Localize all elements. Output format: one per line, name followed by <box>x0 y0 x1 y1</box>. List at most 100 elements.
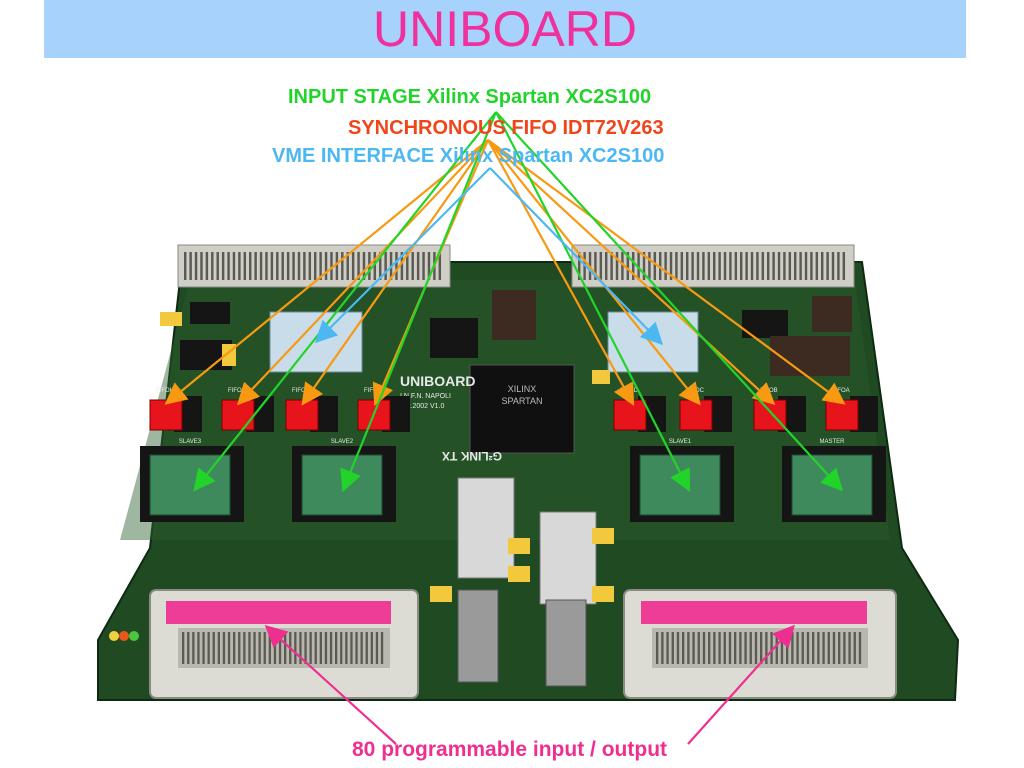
transceiver-right <box>539 511 597 605</box>
connector-pin <box>594 252 597 280</box>
fifo-arrow <box>487 139 846 405</box>
connector-pin <box>329 632 333 664</box>
transceiver-port-left <box>457 589 499 683</box>
title-bar: UNIBOARD <box>44 0 966 58</box>
connector-pin <box>207 632 210 664</box>
connector-pin <box>682 632 685 664</box>
connector-pin <box>708 632 711 664</box>
connector-pin <box>438 252 442 280</box>
connector-pin <box>314 252 317 280</box>
connector-pin <box>319 632 322 664</box>
connector-pin <box>632 252 635 280</box>
connector-pin <box>258 632 261 664</box>
fifo-chip-label: FIFOH <box>156 388 174 394</box>
connector-pin <box>355 632 358 664</box>
connector-pin <box>744 632 747 664</box>
fpga-chip-label: SLAVE2 <box>331 439 354 445</box>
io-arrow <box>687 624 795 745</box>
fifo-arrow <box>236 139 489 406</box>
board-marking-date: Set.2002 V1.0 <box>400 403 444 410</box>
connector-pin <box>384 252 387 280</box>
connector-pin <box>838 632 841 664</box>
fifo-marker <box>679 399 713 431</box>
connector-pin <box>248 632 251 664</box>
connector-pin <box>837 252 840 280</box>
connector-pin <box>666 632 669 664</box>
connector-pin <box>375 632 379 664</box>
connector-pin <box>661 632 664 664</box>
connector-pin <box>827 632 830 664</box>
connector-pin <box>222 632 226 664</box>
transceiver-left <box>457 477 515 579</box>
connector-pin <box>314 632 317 664</box>
fpga-chip-label: SLAVE1 <box>669 439 692 445</box>
connector-pin <box>427 252 431 280</box>
connector-pin <box>739 632 742 664</box>
connector-pin <box>286 252 290 280</box>
connector-pin <box>843 632 846 664</box>
connector-pin <box>278 632 282 664</box>
board-marking-uniboard: UNIBOARD <box>400 373 475 389</box>
fifo-chip-label: FIFOF <box>292 388 310 394</box>
connector-pin <box>687 632 690 664</box>
connector-pin <box>656 632 659 664</box>
connector-pin <box>707 252 711 280</box>
connector-pin <box>233 632 236 664</box>
connector-pin <box>422 252 425 280</box>
connector-pin <box>822 632 825 664</box>
connector-pin <box>804 252 808 280</box>
connector-pin <box>770 632 773 664</box>
connector-pin <box>265 252 268 280</box>
connector-pin <box>754 632 758 664</box>
connector-pin <box>817 632 820 664</box>
connector-pin <box>197 632 200 664</box>
connector-pin <box>756 252 759 280</box>
connector-pin <box>400 252 404 280</box>
connector-pin <box>365 632 368 664</box>
ic-chip <box>812 296 852 332</box>
connector-pin <box>182 632 185 664</box>
connector-pin <box>718 632 721 664</box>
connector-pin <box>692 632 695 664</box>
connector-pin <box>723 252 727 280</box>
fifo-marker <box>753 399 787 431</box>
connector-pin <box>621 252 624 280</box>
connector-pin <box>309 632 312 664</box>
connector-pin <box>760 632 763 664</box>
connector-pin <box>729 252 732 280</box>
connector-pin <box>395 252 398 280</box>
fifo-label: SYNCHRONOUS FIFO IDT72V263 <box>348 117 664 139</box>
connector-pin <box>702 252 705 280</box>
connector-pin <box>702 632 706 664</box>
connector-pin <box>626 252 630 280</box>
connector-pin <box>216 252 219 280</box>
connector-pin <box>812 632 815 664</box>
connector-pin <box>653 252 657 280</box>
connector-pin <box>777 252 781 280</box>
connector-pin <box>324 632 328 664</box>
connector-pin <box>345 632 348 664</box>
connector-pin <box>637 252 640 280</box>
connector-pin <box>254 252 257 280</box>
fifo-chip-label: FIFOG <box>228 388 247 394</box>
svg-text:SPARTAN: SPARTAN <box>501 396 542 406</box>
connector-pin <box>200 252 203 280</box>
connector-pin <box>767 252 770 280</box>
ic-chip <box>190 302 230 324</box>
connector-pin <box>788 252 792 280</box>
fifo-arrow <box>487 139 701 406</box>
connector-pin <box>212 632 215 664</box>
connector-pin <box>351 252 355 280</box>
connector-pin <box>253 632 256 664</box>
connector-pin <box>202 632 205 664</box>
connector-pin <box>599 252 603 280</box>
connector-pin <box>373 252 377 280</box>
connector-pin <box>745 252 748 280</box>
fpga-chip-label: MASTER <box>819 439 845 445</box>
connector-pin <box>815 252 819 280</box>
connector-pin <box>734 632 737 664</box>
connector-pin <box>642 252 646 280</box>
connector-pin <box>268 632 271 664</box>
fifo-arrow <box>487 139 635 406</box>
